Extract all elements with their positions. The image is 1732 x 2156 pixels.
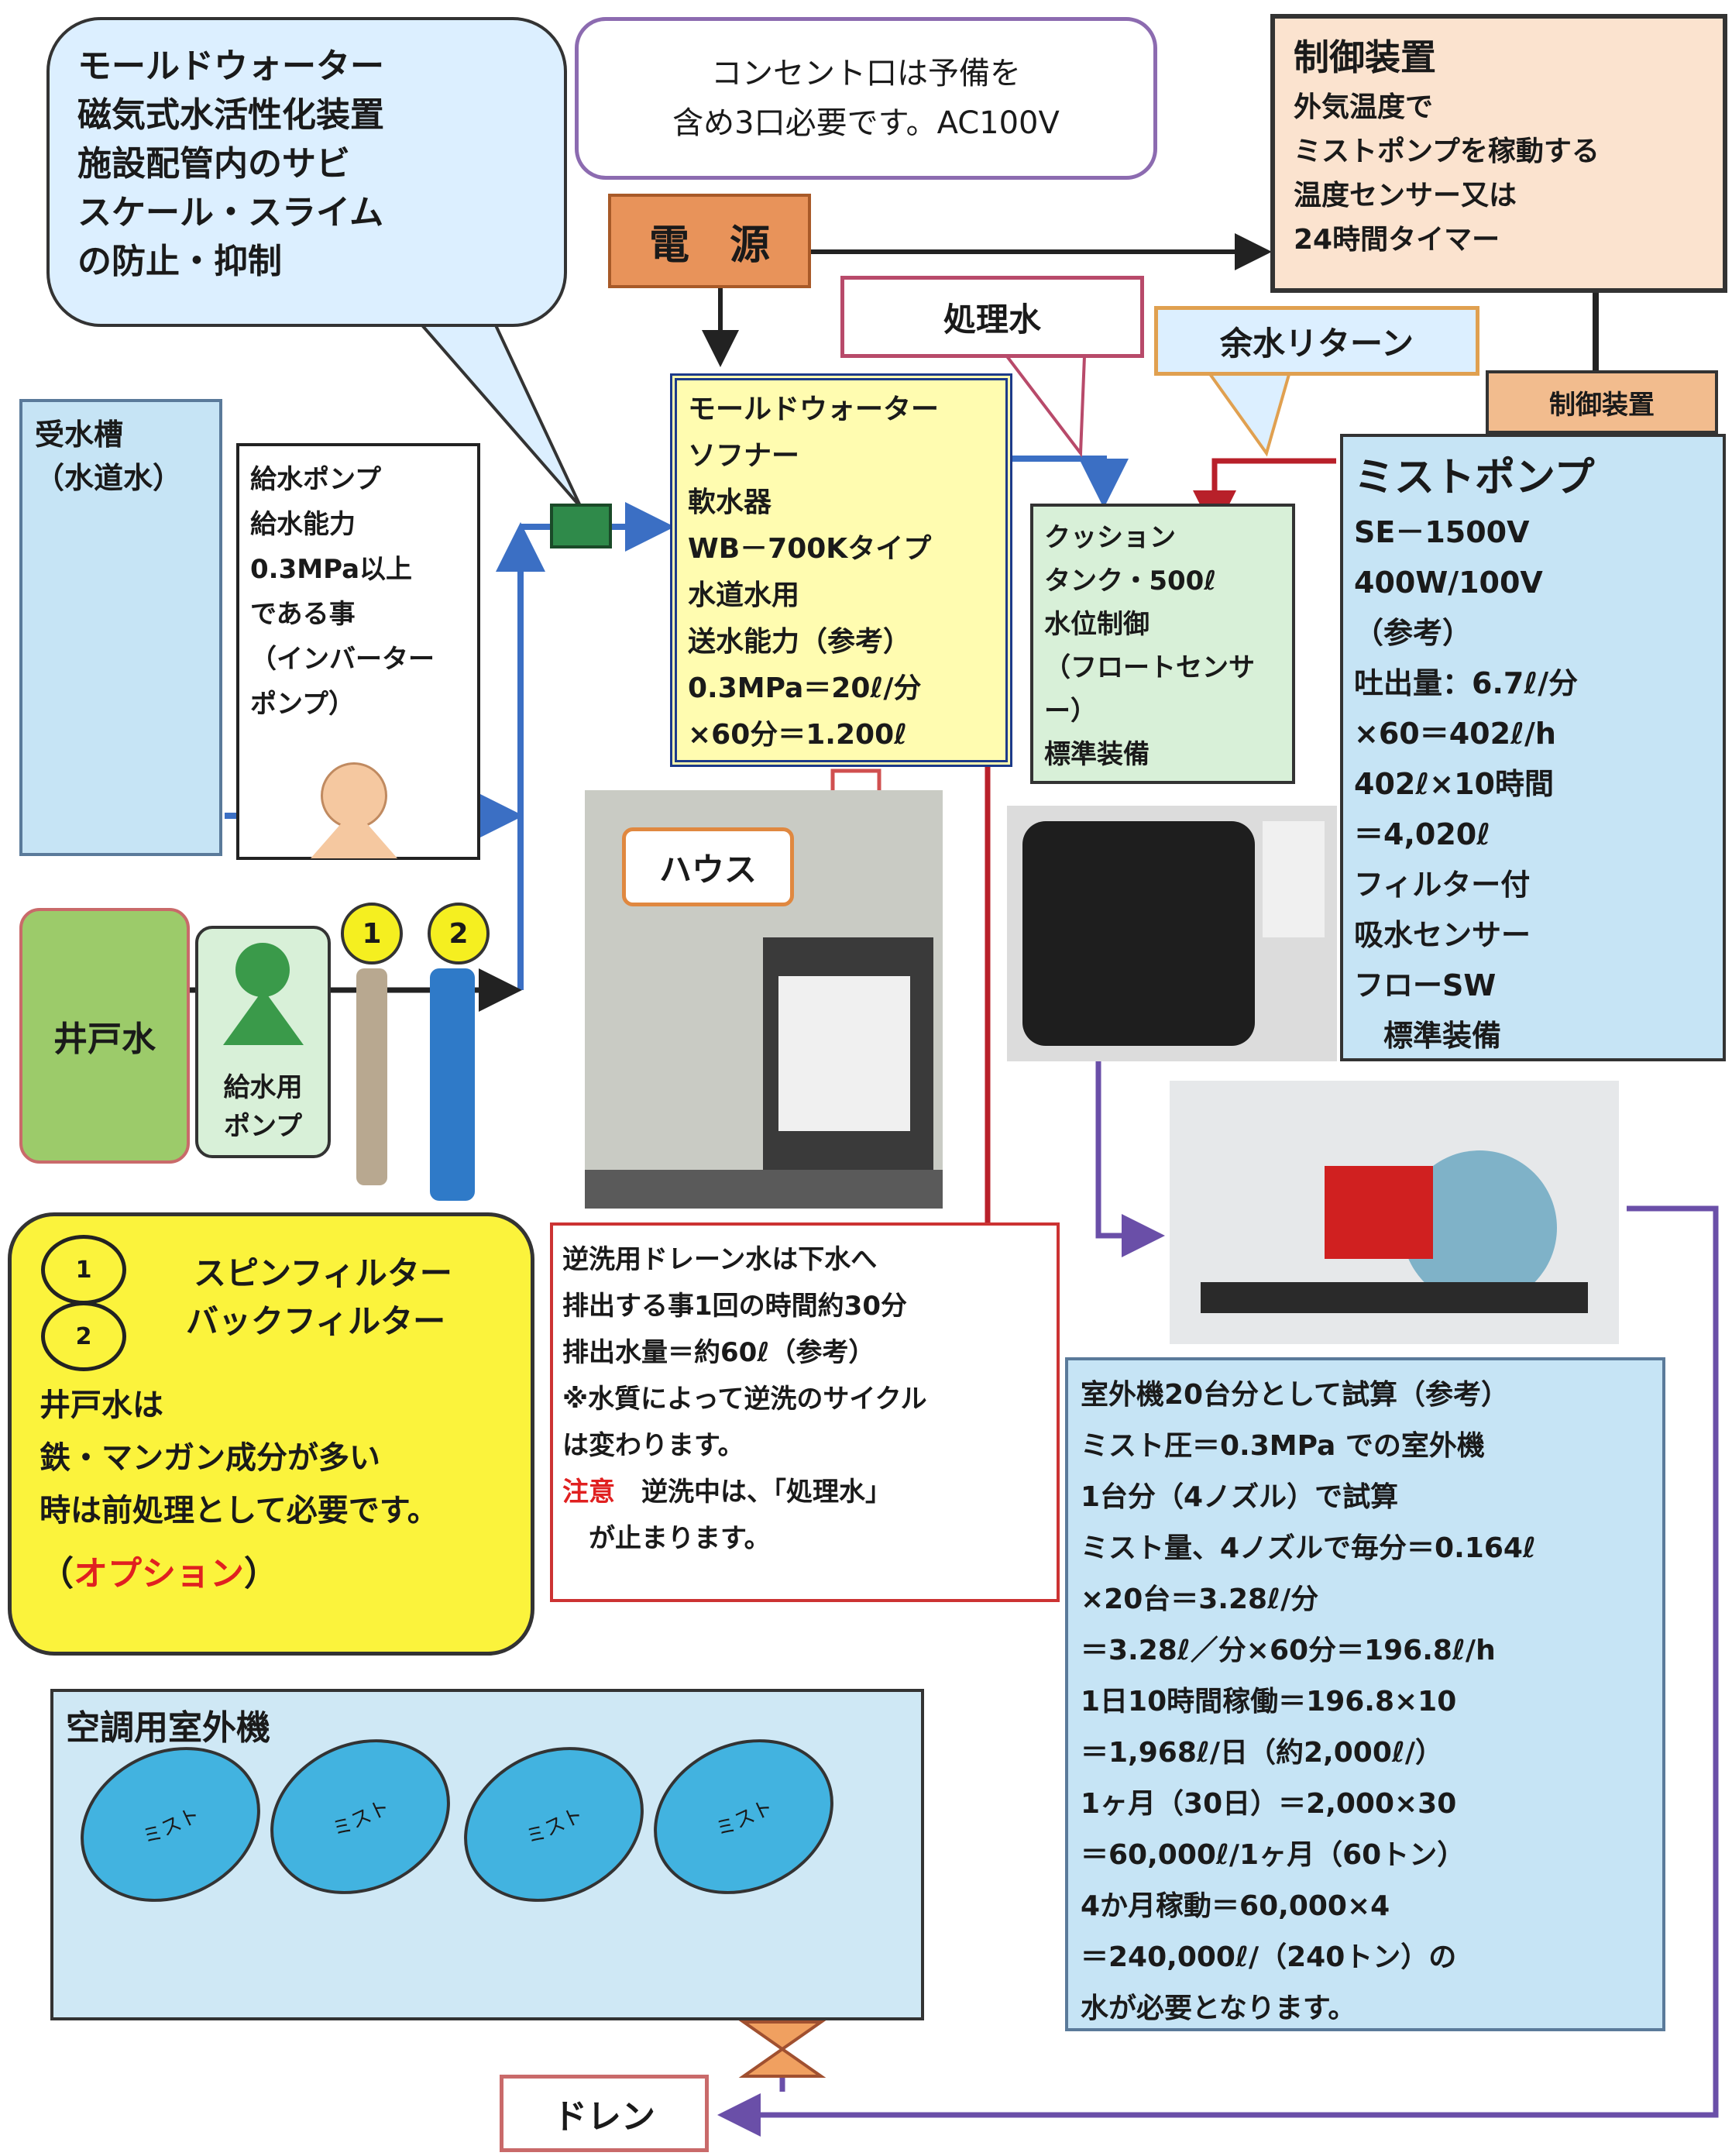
magnetic-device-callout: モールドウォーター 磁気式水活性化装置 施設配管内のサビ スケール・スライム の… (46, 17, 567, 327)
option-label: オプション (74, 1554, 244, 1594)
back-filter-label: バックフィルター (186, 1302, 446, 1340)
pump-body-icon (311, 809, 397, 858)
feed-pump-text: 給水ポンプ 給水能力 0.3MPa以上 である事 （インバーター ポンプ） (250, 464, 435, 720)
control-panel-photo (1263, 821, 1325, 937)
line-cushion-pump (1095, 1061, 1165, 1257)
filter-2-icon: 2 (41, 1302, 126, 1371)
house-label-box: ハウス (622, 827, 794, 906)
softener-box: モールドウォーター ソフナー 軟水器 WB－700Kタイプ 水道水用 送水能力（… (670, 373, 1012, 767)
cushion-tank-photo (1007, 806, 1337, 1061)
treated-water-label: 処理水 (943, 300, 1041, 339)
mist-pump-box: ミストポンプ SE－1500V 400W/100V （参考） 吐出量：6.7ℓ/… (1340, 434, 1726, 1061)
well-pump-label: 給水用 ポンプ (223, 1072, 303, 1142)
house-ground (585, 1170, 943, 1209)
cushion-tank-text: クッション タンク・500ℓ 水位制御 （フロートセンサー） 標準装備 (1044, 522, 1255, 770)
well-pump-box: 給水用 ポンプ (195, 926, 331, 1158)
filter-number-2: 2 (428, 903, 490, 965)
control-unit-small: 制御装置 (1486, 370, 1718, 434)
spin-filter-photo (356, 968, 387, 1185)
line-treated-water (972, 456, 1129, 508)
magnetic-device (550, 504, 612, 548)
pump-base (1201, 1282, 1588, 1313)
power-source: 電 源 (608, 194, 811, 288)
filter-number-1: 1 (341, 903, 403, 965)
control-small-label: 制御装置 (1549, 389, 1655, 421)
control-unit-body: 外気温度で ミストポンプを稼動する 温度センサー又は 24時間タイマー (1294, 91, 1600, 256)
backwash-text: 逆洗用ドレーン水は下水へ 排出する事1回の時間約30分 排出水量＝約60ℓ（参考… (562, 1244, 927, 1461)
return-label: 余水リターン (1220, 324, 1414, 363)
magnetic-device-text: モールドウォーター 磁気式水活性化装置 施設配管内のサビ スケール・スライム の… (77, 46, 384, 281)
well-water-box: 井戸水 (19, 908, 190, 1164)
outlet-note-text: コンセント口は予備を 含め3口必要です。AC100V (672, 56, 1060, 141)
calculation-text: 室外機20台分として試算（参考） ミスト圧＝0.3MPa での室外機 1台分（4… (1081, 1379, 1536, 2024)
filter-1-icon: 1 (41, 1235, 126, 1305)
control-unit-title: 制御装置 (1294, 36, 1436, 78)
option-line: （オプション） (40, 1554, 278, 1594)
mist-pump-photo (1170, 1081, 1619, 1344)
line-purple-loop (717, 1205, 1719, 2137)
water-tank-label: 受水槽 （水道水） (35, 418, 183, 495)
softener-text: モールドウォーター ソフナー 軟水器 WB－700Kタイプ 水道水用 送水能力（… (688, 394, 940, 751)
back-filter-photo (430, 968, 475, 1201)
backwash-note: 逆洗用ドレーン水は下水へ 排出する事1回の時間約30分 排出水量＝約60ℓ（参考… (550, 1222, 1060, 1602)
treated-water-callout: 処理水 (840, 276, 1144, 358)
filter-info-box: 1 2 スピンフィルター バックフィルター 井戸水は 鉄・マンガン成分が多い 時… (8, 1212, 534, 1656)
return-callout: 余水リターン (1154, 306, 1479, 376)
caution-label: 注意 (562, 1477, 615, 1508)
mist-pump-title: ミストポンプ (1354, 455, 1595, 501)
backwash-caution: 注意 逆洗中は、「処理水」 が止まります。 (562, 1477, 892, 1554)
outlet-note: コンセント口は予備を 含め3口必要です。AC100V (575, 17, 1157, 180)
spin-filter-label: スピンフィルター (194, 1254, 452, 1292)
drain-valve (738, 2020, 826, 2078)
well-water-label: 井戸水 (53, 1020, 156, 1059)
outdoor-unit-title: 空調用室外機 (66, 1708, 270, 1748)
power-label: 電 源 (648, 222, 770, 269)
line-return (1193, 458, 1336, 534)
black-tank (1022, 821, 1255, 1046)
drain-label: ドレン (553, 2097, 655, 2137)
house-label: ハウス (658, 850, 757, 889)
water-tank: 受水槽 （水道水） (19, 399, 222, 856)
well-pump-head-icon (235, 943, 290, 997)
drain-box: ドレン (500, 2075, 709, 2152)
mist-pump-body: SE－1500V 400W/100V （参考） 吐出量：6.7ℓ/分 ×60＝4… (1354, 515, 1579, 1053)
treated-callout-tail (1003, 355, 1087, 458)
feed-pump-box: 給水ポンプ 給水能力 0.3MPa以上 である事 （インバーター ポンプ） (236, 443, 480, 860)
filter-info-text: 井戸水は 鉄・マンガン成分が多い 時は前処理として必要です。 (40, 1387, 438, 1528)
cushion-tank-box: クッション タンク・500ℓ 水位制御 （フロートセンサー） 標準装備 (1030, 504, 1295, 784)
softener-unit-in-house (778, 976, 910, 1131)
well-pump-body-icon (223, 989, 304, 1045)
calculation-box: 室外機20台分として試算（参考） ミスト圧＝0.3MPa での室外機 1台分（4… (1065, 1357, 1665, 2031)
return-callout-tail (1205, 370, 1292, 457)
pump-red-unit (1325, 1166, 1433, 1259)
control-unit: 制御装置 外気温度で ミストポンプを稼動する 温度センサー又は 24時間タイマー (1270, 14, 1727, 293)
